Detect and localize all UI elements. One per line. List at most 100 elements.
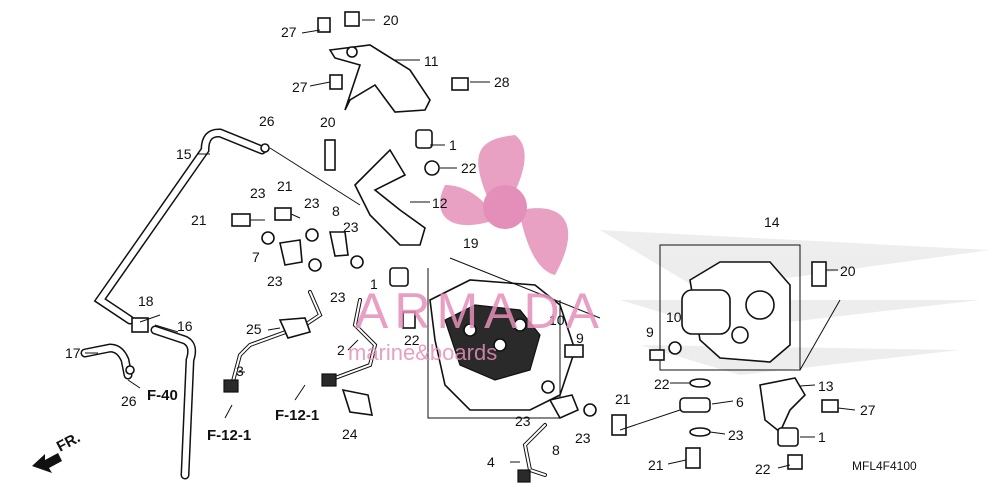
bolt-27-right	[821, 399, 839, 413]
bolt-27-upper	[317, 17, 331, 33]
pipe-clamp-24	[341, 388, 374, 416]
bolt-28	[451, 77, 469, 91]
group-bracket-19	[427, 268, 561, 419]
watermark-propeller-icon	[440, 135, 569, 275]
callout-label: 22	[404, 332, 420, 348]
callout-label: 21	[191, 212, 207, 228]
bolt-27-mid	[329, 74, 343, 90]
collar-22-upper	[424, 160, 440, 176]
watermark-tagline: marine&boards	[348, 340, 497, 365]
bracket-12	[354, 148, 426, 246]
hose-15	[93, 128, 267, 325]
callout-label: 6	[736, 394, 744, 410]
callout-label: 23	[343, 219, 359, 235]
callout-label: 3	[236, 363, 244, 379]
washer-23-d	[350, 255, 364, 269]
bolt-21-center	[274, 207, 301, 221]
reference-f12-1-left: F-12-1	[207, 404, 251, 444]
callout-label: 1	[370, 276, 378, 292]
callout-label: 2	[337, 342, 345, 358]
callout-label: 12	[432, 195, 448, 211]
callout-label: 27	[281, 24, 297, 40]
bracket-5	[279, 239, 303, 266]
callout-labels: 27 20 11 27 28 20 26 1 22 12 15 23 21 23…	[65, 12, 876, 477]
callout-label: 23	[728, 427, 744, 443]
motor-unit-14	[681, 261, 791, 363]
bolt-21-left	[231, 213, 265, 227]
bolt-21-right	[685, 447, 701, 469]
callout-label: 8	[552, 442, 560, 458]
hose-joint-18	[131, 317, 149, 333]
washer-23-h	[689, 427, 711, 437]
callout-label: 15	[176, 146, 192, 162]
callout-label: 23	[515, 413, 531, 429]
callout-label: 8	[332, 203, 340, 219]
brake-pipe-2	[321, 298, 378, 387]
diagram-code: MFL4F4100	[852, 459, 917, 473]
washer-23-b	[305, 228, 319, 242]
callout-label: 22	[654, 376, 670, 392]
callout-label: 23	[575, 430, 591, 446]
callout-label: 27	[860, 402, 876, 418]
collar-22-right	[787, 454, 803, 470]
bracket-11	[328, 44, 431, 113]
sensor-8	[679, 397, 711, 413]
leader-lines	[85, 19, 856, 469]
callout-label: 21	[648, 457, 664, 473]
washer-23-a	[261, 231, 275, 245]
grommet-1-right	[777, 427, 799, 447]
callout-label: 11	[424, 53, 439, 69]
callout-label: 23	[250, 185, 266, 201]
callout-label: 25	[246, 321, 262, 337]
callout-label: 7	[252, 249, 260, 265]
callout-label: 26	[121, 393, 137, 409]
callout-label: 10	[549, 312, 565, 328]
washer-23-f	[583, 403, 597, 417]
reference-f12-1-mid: F-12-1	[275, 384, 319, 424]
callout-label: 13	[818, 378, 834, 394]
callout-label: 28	[494, 74, 510, 90]
front-arrow-icon: FR.	[32, 429, 83, 473]
fitting-9-left	[564, 344, 584, 358]
callout-label: 19	[463, 235, 479, 251]
washer-23-g	[689, 378, 711, 388]
callout-label: 20	[383, 12, 399, 28]
reference-label: F-40	[147, 387, 178, 404]
callout-label: 9	[646, 324, 654, 340]
callout-label: 1	[818, 429, 826, 445]
watermark-brand: ARMADA	[355, 283, 605, 339]
callout-label: 23	[267, 273, 283, 289]
bolt-20-right	[811, 261, 827, 287]
callout-label: 17	[65, 345, 81, 361]
front-label: FR.	[54, 429, 83, 455]
callout-label: 20	[320, 114, 336, 130]
callout-label: 21	[277, 178, 293, 194]
hose-16	[150, 325, 197, 480]
bolt-21-lower	[611, 414, 627, 436]
reference-label: F-12-1	[207, 427, 251, 444]
callout-label: 18	[138, 293, 154, 309]
washer-23-e	[541, 380, 555, 394]
bracket-13	[759, 377, 807, 434]
callout-label: 22	[461, 160, 477, 176]
callout-label: 21	[615, 391, 631, 407]
collar-22-mid	[402, 311, 416, 329]
callout-label: 9	[576, 330, 584, 346]
clip-10-right	[668, 341, 682, 355]
callout-label: 26	[259, 113, 275, 129]
bolt-20-upper	[344, 11, 360, 27]
reference-label: F-12-1	[275, 407, 319, 424]
callout-label: 4	[487, 454, 495, 470]
callout-label: 10	[666, 309, 682, 325]
brake-pipe-4	[517, 423, 547, 483]
washer-23-c	[308, 258, 322, 272]
callout-label: 23	[330, 289, 346, 305]
callout-label: 22	[755, 461, 771, 477]
clip-26-upper	[260, 143, 270, 153]
grommet-1-upper	[415, 129, 433, 149]
bracket-6	[329, 231, 349, 257]
fitting-7	[548, 394, 580, 420]
brake-pipe-3	[223, 290, 323, 393]
hose-17	[80, 343, 133, 380]
